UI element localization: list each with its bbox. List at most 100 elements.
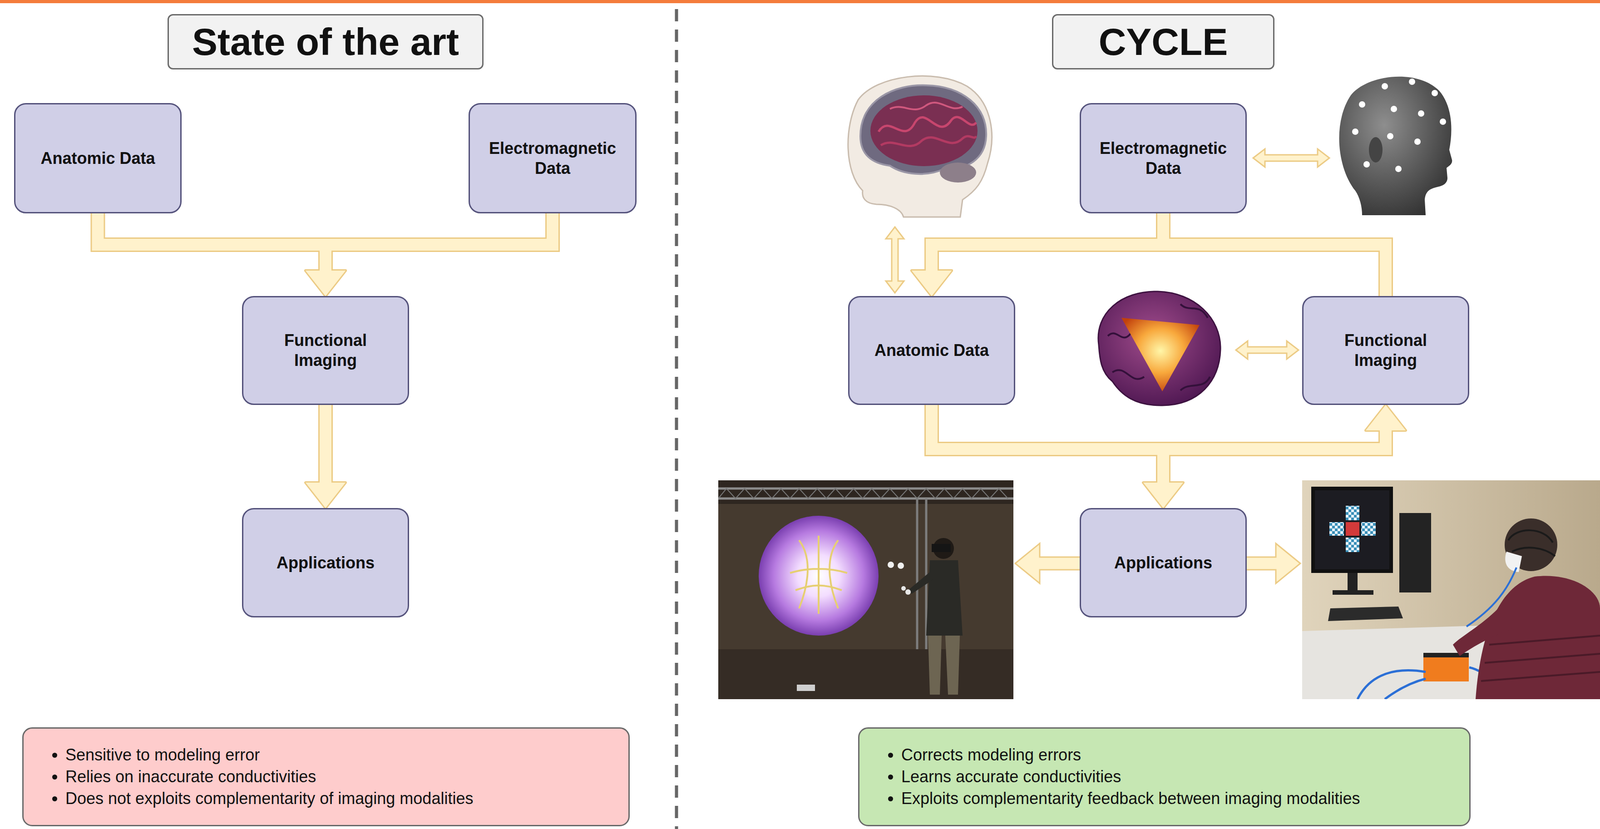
summary-box: Corrects modeling errorsLearns accurate … — [858, 727, 1471, 827]
eeg-photo-part — [1505, 551, 1522, 573]
eeg-head-figure-part — [1417, 110, 1425, 117]
arrowhead-outline — [305, 270, 346, 297]
vr-photo-part — [897, 562, 904, 569]
connector-outline — [911, 244, 1386, 297]
eeg-head-figure — [1339, 76, 1453, 216]
box-label: Electromagnetic Data — [1091, 138, 1236, 179]
vr-photo-part — [905, 589, 911, 595]
double-arrow — [885, 227, 904, 293]
vr-photo-part — [718, 503, 1014, 650]
eeg-head-figure-part — [1352, 128, 1359, 135]
process-box: Electromagnetic Data — [1079, 103, 1247, 214]
connector-arrow — [305, 213, 553, 297]
vr-photo-part — [887, 561, 894, 568]
process-box: Applications — [1079, 508, 1247, 618]
connector-arrow — [98, 213, 346, 297]
connector-arrow — [931, 404, 1406, 450]
glass-brain-figure — [848, 75, 993, 218]
eeg-head-figure-part — [1381, 83, 1388, 90]
connector-band — [319, 404, 332, 484]
eeg-photo-part — [1466, 567, 1517, 627]
arrow-to-photo — [1245, 543, 1301, 584]
eeg-photo-part — [1345, 505, 1360, 521]
box-label: Applications — [276, 553, 375, 573]
vr-photo-part — [931, 543, 951, 553]
connector-fill-layer — [98, 213, 1407, 509]
eeg-photo-part — [1423, 652, 1469, 682]
connector-outline — [325, 213, 553, 272]
connector-arrow — [911, 213, 1164, 297]
eeg-head-figure-part — [1358, 101, 1366, 108]
connector-outline — [305, 213, 553, 297]
connector-outline — [98, 213, 346, 297]
glass-brain-figure-part — [860, 85, 987, 174]
process-box: Anatomic Data — [14, 103, 182, 214]
arrowhead-outline — [1143, 482, 1184, 509]
connector-arrow — [911, 244, 1386, 297]
vr-photo-part — [908, 572, 934, 594]
cortex-figure-part — [1098, 291, 1221, 406]
eeg-head-figure-part — [1339, 76, 1453, 216]
vr-photo-part — [926, 560, 963, 636]
connector-outline — [318, 404, 333, 484]
process-box: Functional Imaging — [241, 296, 410, 405]
box-label: Functional Imaging — [253, 330, 398, 371]
connector-outline — [911, 213, 1164, 297]
eeg-photo-part — [1332, 590, 1374, 595]
eeg-head-figure-part — [1387, 133, 1394, 140]
vr-photo-part — [718, 488, 1008, 499]
eeg-head-figure-part — [1368, 137, 1383, 163]
connector-band — [931, 244, 1386, 297]
connector-outline — [931, 404, 1184, 509]
eeg-photo-part — [1311, 486, 1393, 573]
bullet-text: Exploits complementarity feedback betwee… — [901, 787, 1361, 810]
top-bar — [0, 0, 1600, 4]
eeg-photo-part — [1329, 522, 1344, 536]
connector-arrow — [931, 404, 1184, 509]
vr-photo-part — [916, 498, 919, 650]
process-box: Functional Imaging — [1302, 296, 1470, 405]
arrowhead-outline — [911, 270, 952, 297]
eeg-photo — [1302, 480, 1600, 700]
eeg-photo-part — [1345, 537, 1360, 553]
eeg-photo-part — [1345, 522, 1360, 536]
vr-photo-part — [718, 649, 1014, 700]
vr-photo-part — [790, 535, 848, 614]
connector-outline-layer — [98, 213, 1407, 509]
eeg-photo-part — [1508, 530, 1556, 557]
eeg-head-figure-part — [1408, 78, 1416, 85]
eeg-head-figure-part — [1390, 105, 1398, 113]
vr-photo — [718, 480, 1014, 700]
connector-outline — [98, 213, 326, 272]
divider-line — [675, 9, 679, 829]
eeg-photo-part — [1328, 606, 1403, 622]
eeg-photo-part — [1475, 575, 1600, 700]
glass-brain-figure-part — [870, 95, 978, 167]
process-box: Anatomic Data — [848, 296, 1016, 405]
double-arrow — [1235, 340, 1299, 360]
glass-brain-figure-part — [878, 117, 977, 132]
arrowhead-outline — [911, 270, 952, 297]
box-label: Functional Imaging — [1313, 330, 1458, 371]
eeg-photo-part — [1347, 572, 1358, 592]
connector-band — [931, 404, 1164, 484]
arrowhead — [1365, 404, 1406, 431]
eeg-head-figure-part — [1414, 138, 1421, 145]
cortex-figure — [1098, 291, 1221, 406]
vr-photo-part — [945, 635, 960, 695]
vr-photo-part — [901, 586, 906, 591]
eeg-photo-part — [1302, 480, 1600, 700]
glass-brain-figure-part — [880, 136, 977, 147]
bullet-text: Does not exploits complementarity of ima… — [65, 787, 474, 810]
arrowhead — [911, 270, 952, 297]
arrowhead — [305, 270, 346, 297]
eeg-head-figure-part — [1395, 165, 1402, 173]
box-label: Applications — [1114, 553, 1213, 573]
bullet-text: Learns accurate conductivities — [901, 765, 1361, 788]
arrowhead-outline — [305, 270, 346, 297]
heading-text: CYCLE — [1098, 20, 1229, 63]
connector-outline — [305, 404, 346, 509]
process-box: Electromagnetic Data — [468, 103, 637, 214]
